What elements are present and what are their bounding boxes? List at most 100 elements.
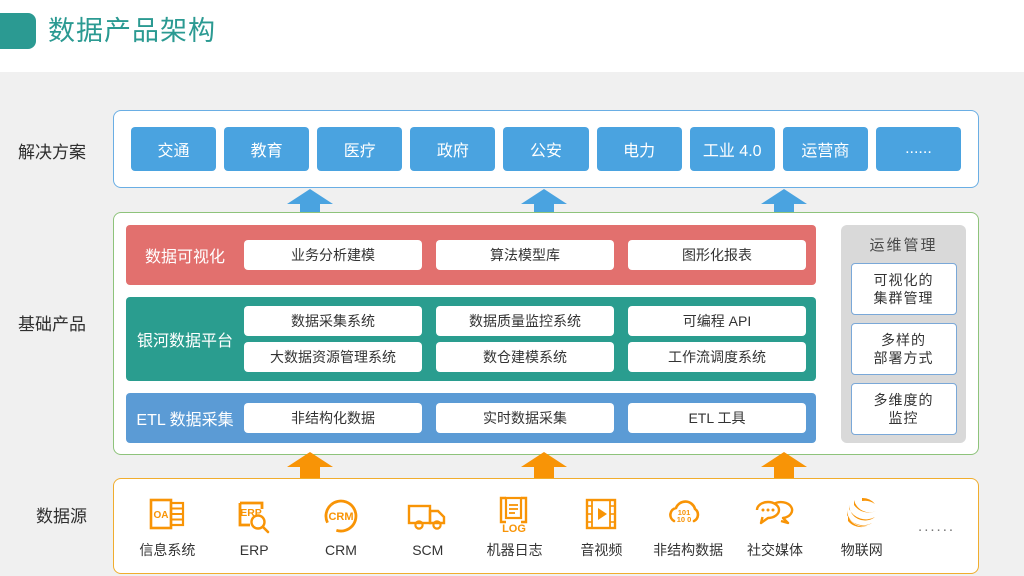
chat-bubbles-icon — [752, 493, 798, 535]
data-source-item-erp[interactable]: ERP ERP — [212, 495, 296, 558]
solution-chip-power[interactable]: 电力 — [596, 127, 682, 171]
page-title: 数据产品架构 — [48, 16, 216, 46]
log-clipboard-icon: LOG — [492, 493, 538, 535]
ops-card-line1: 可视化的 — [873, 272, 934, 288]
data-source-item-unstructured-data[interactable]: 101 10 0 非结构数据 — [646, 493, 730, 560]
data-source-item-audio-video[interactable]: 音视频 — [559, 493, 643, 560]
film-play-icon — [578, 493, 624, 535]
solution-chip-industry40[interactable]: 工业 4.0 — [689, 127, 775, 171]
ops-card-multidimensional-monitoring[interactable]: 多维度的 监控 — [850, 383, 957, 435]
band-etl-data-collection: ETL 数据采集 非结构化数据 实时数据采集 ETL 工具 — [126, 393, 816, 443]
cell-algorithm-model-library[interactable]: 算法模型库 — [436, 240, 614, 270]
cell-workflow-scheduling-system[interactable]: 工作流调度系统 — [628, 342, 806, 372]
arrow-up-orange-3 — [761, 452, 807, 480]
ops-card-line2: 集群管理 — [873, 290, 934, 306]
row-label-data-source: 数据源 — [36, 507, 87, 526]
arrow-up-orange-2 — [521, 452, 567, 480]
band-items: 数据采集系统 数据质量监控系统 可编程 API 大数据资源管理系统 数仓建模系统… — [244, 306, 816, 372]
ops-management-title: 运维管理 — [869, 237, 938, 254]
cell-realtime-data-collection[interactable]: 实时数据采集 — [436, 403, 614, 433]
data-source-label: 物联网 — [840, 541, 883, 558]
cell-programmable-api[interactable]: 可编程 API — [628, 306, 806, 336]
truck-icon — [405, 495, 451, 537]
data-source-item-iot[interactable]: 物联网 — [820, 493, 904, 560]
solution-chip-education[interactable]: 教育 — [224, 127, 310, 171]
crm-circle-icon: CRM — [318, 495, 364, 537]
band-title-data-visualization: 数据可视化 — [144, 249, 225, 266]
data-source-label: ERP — [239, 541, 269, 558]
arrow-head-icon — [521, 189, 567, 204]
data-source-label: 信息系统 — [139, 541, 196, 558]
data-source-item-social-media[interactable]: 社交媒体 — [733, 493, 817, 560]
solution-chip-government[interactable]: 政府 — [410, 127, 496, 171]
ops-card-line1: 多样的 — [881, 332, 926, 348]
svg-text:CRM: CRM — [328, 511, 353, 523]
band-row: 非结构化数据 实时数据采集 ETL 工具 — [244, 403, 806, 433]
page-header: 数据产品架构 — [0, 0, 1024, 72]
data-source-item-machine-log[interactable]: LOG 机器日志 — [473, 493, 557, 560]
ops-card-visual-cluster-management[interactable]: 可视化的 集群管理 — [850, 263, 957, 315]
solution-chip-more[interactable]: ...... — [875, 127, 961, 171]
band-title-galaxy-data-platform: 银河数据平台 — [136, 333, 233, 350]
header-accent-block — [0, 13, 36, 49]
cell-etl-tool[interactable]: ETL 工具 — [628, 403, 806, 433]
cell-data-quality-monitor-system[interactable]: 数据质量监控系统 — [436, 306, 614, 336]
cell-business-analysis-modeling[interactable]: 业务分析建模 — [244, 240, 422, 270]
band-items: 非结构化数据 实时数据采集 ETL 工具 — [244, 403, 816, 433]
erp-search-icon: ERP — [231, 495, 277, 537]
row-label-solution: 解决方案 — [18, 143, 86, 162]
cell-data-collection-system[interactable]: 数据采集系统 — [244, 306, 422, 336]
oa-document-icon: OA — [144, 493, 190, 535]
cell-bigdata-resource-management-system[interactable]: 大数据资源管理系统 — [244, 342, 422, 372]
svg-text:ERP: ERP — [240, 507, 262, 519]
svg-text:LOG: LOG — [502, 523, 526, 534]
band-row: 大数据资源管理系统 数仓建模系统 工作流调度系统 — [244, 342, 806, 372]
base-products-panel: 数据可视化 业务分析建模 算法模型库 图形化报表 银河数据平台 数据采集系统 数… — [113, 212, 979, 455]
band-title-etl: ETL 数据采集 — [136, 412, 234, 429]
svg-text:101: 101 — [678, 508, 691, 517]
cell-data-warehouse-modeling-system[interactable]: 数仓建模系统 — [436, 342, 614, 372]
arrow-head-icon — [287, 189, 333, 204]
arrow-head-icon — [761, 189, 807, 204]
data-source-item-scm[interactable]: SCM — [386, 495, 470, 558]
solution-panel: 交通 教育 医疗 政府 公安 电力 工业 4.0 运营商 ...... — [113, 110, 979, 188]
cloud-binary-icon: 101 10 0 — [665, 493, 711, 535]
data-source-label: 音视频 — [580, 541, 623, 558]
data-source-label: 非结构数据 — [653, 541, 724, 558]
band-row: 数据采集系统 数据质量监控系统 可编程 API — [244, 306, 806, 336]
data-source-panel: OA 信息系统 ERP ERP — [113, 478, 979, 574]
arrow-head-icon — [287, 452, 333, 467]
data-source-label: 社交媒体 — [746, 541, 803, 558]
data-source-label: CRM — [325, 541, 357, 558]
data-source-ellipsis: ...... — [918, 517, 956, 535]
ops-card-diverse-deployment[interactable]: 多样的 部署方式 — [850, 323, 957, 375]
arrow-stem — [300, 465, 320, 480]
solution-chip-operator[interactable]: 运营商 — [782, 127, 868, 171]
row-label-base-products: 基础产品 — [18, 315, 86, 334]
solution-chip-transport[interactable]: 交通 — [131, 127, 217, 171]
arrow-stem — [774, 465, 794, 480]
band-items: 业务分析建模 算法模型库 图形化报表 — [244, 240, 816, 270]
band-data-visualization: 数据可视化 业务分析建模 算法模型库 图形化报表 — [126, 225, 816, 285]
arrow-head-icon — [521, 452, 567, 467]
solution-chip-public-security[interactable]: 公安 — [503, 127, 589, 171]
data-source-item-info-system[interactable]: OA 信息系统 — [125, 493, 209, 560]
data-source-label: 机器日志 — [486, 541, 543, 558]
ops-card-line2: 部署方式 — [873, 350, 934, 366]
svg-text:10 0: 10 0 — [677, 515, 692, 524]
arrow-head-icon — [761, 452, 807, 467]
data-source-item-crm[interactable]: CRM CRM — [299, 495, 383, 558]
band-galaxy-data-platform: 银河数据平台 数据采集系统 数据质量监控系统 可编程 API 大数据资源管理系统… — [126, 297, 816, 381]
cell-unstructured-data[interactable]: 非结构化数据 — [244, 403, 422, 433]
band-row: 业务分析建模 算法模型库 图形化报表 — [244, 240, 806, 270]
arrow-up-orange-1 — [287, 452, 333, 480]
arrow-stem — [534, 465, 554, 480]
data-source-label: SCM — [412, 541, 444, 558]
globe-stripes-icon — [839, 493, 885, 535]
solution-chip-medical[interactable]: 医疗 — [317, 127, 403, 171]
svg-text:OA: OA — [154, 510, 169, 521]
cell-graphical-report[interactable]: 图形化报表 — [628, 240, 806, 270]
ops-card-line2: 监控 — [888, 410, 919, 426]
ops-management-panel: 运维管理 可视化的 集群管理 多样的 部署方式 多维度的 监控 — [841, 225, 966, 443]
